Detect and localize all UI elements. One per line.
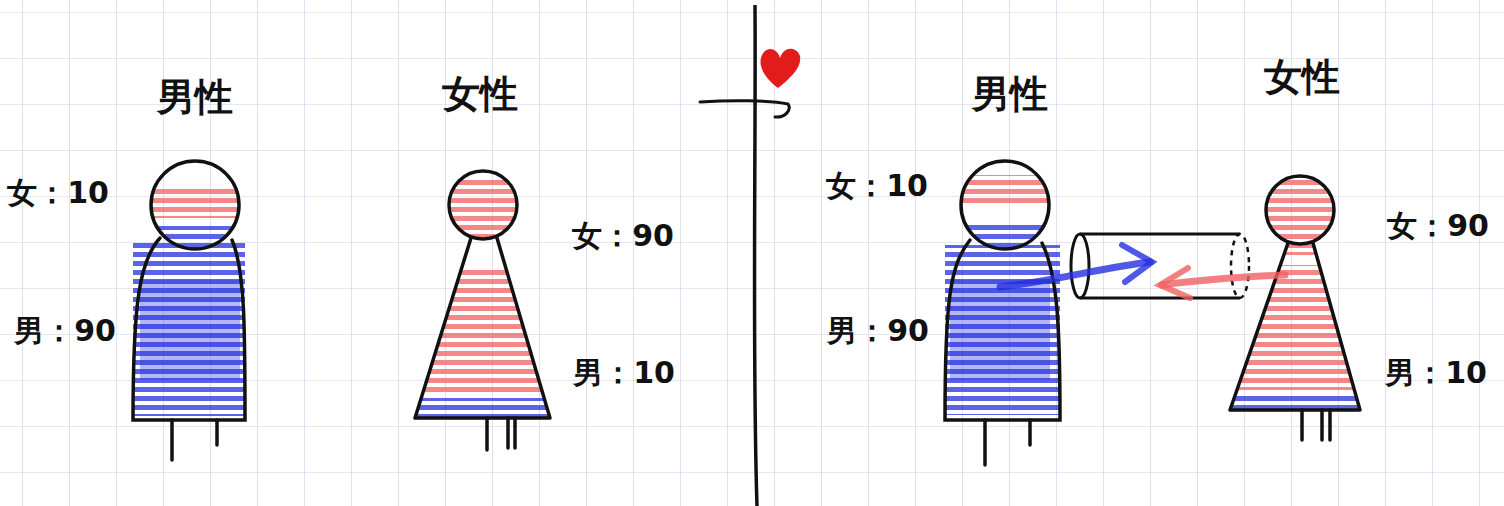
ratio-label: 女：10 xyxy=(7,176,109,209)
man-figure xyxy=(945,161,1060,465)
figure-title: 男性 xyxy=(972,74,1048,116)
ratio-label: 男：10 xyxy=(573,356,675,389)
man-figure xyxy=(133,161,245,460)
woman-figure xyxy=(415,171,550,450)
pink-arrow xyxy=(1160,268,1285,298)
blue-arrow xyxy=(1000,245,1152,287)
figure-title: 女性 xyxy=(442,74,518,116)
figure-title: 女性 xyxy=(1264,57,1340,99)
ratio-label: 女：10 xyxy=(826,169,928,202)
ratio-label: 女：90 xyxy=(572,219,674,252)
color-stripes xyxy=(410,178,555,420)
ratio-label: 男：90 xyxy=(14,314,116,347)
ratio-label: 男：10 xyxy=(1385,356,1487,389)
tube xyxy=(1071,234,1249,298)
ratio-label: 女：90 xyxy=(1387,209,1489,242)
woman-figure xyxy=(1230,176,1360,440)
ratio-label: 男：90 xyxy=(827,314,929,347)
figure-title: 男性 xyxy=(157,77,233,119)
color-stripes xyxy=(1225,180,1370,412)
color-stripes xyxy=(130,188,250,416)
divider xyxy=(700,5,800,506)
color-stripes xyxy=(940,175,1065,415)
